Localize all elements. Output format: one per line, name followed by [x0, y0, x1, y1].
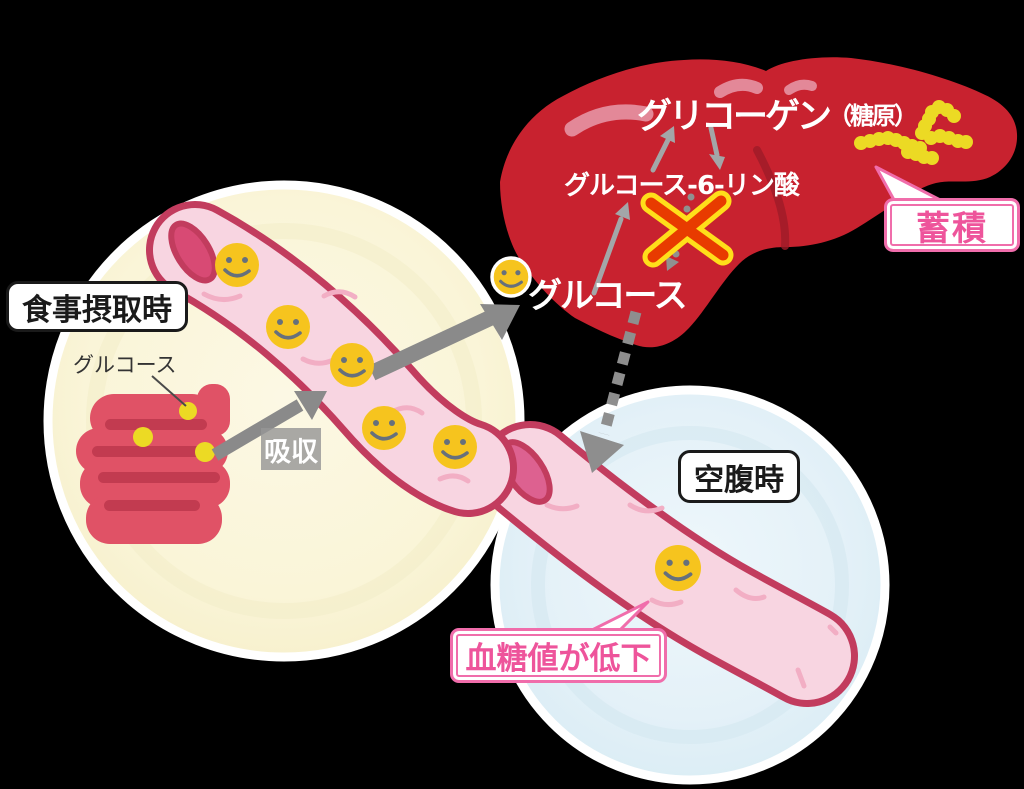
- glucose-6-phosphate-label: グルコース-6-リン酸: [564, 171, 800, 201]
- cross-mark-icon: [640, 190, 734, 268]
- vessel-to-liver-arrow: [368, 304, 520, 381]
- vessel-squiggle: [544, 502, 580, 512]
- glycogen-dot-icon: [925, 151, 939, 165]
- glucose-dot-icon: [133, 427, 153, 447]
- glucose-to-g6p-arrow: [591, 202, 630, 296]
- glucose-dot-icon: [179, 402, 197, 420]
- glucose-smiley-icon: [330, 343, 374, 387]
- fasting-blood-vessel: [479, 421, 858, 707]
- liver-glucose-label: グルコース: [528, 276, 688, 316]
- glucose-annotation-label: グルコース: [73, 353, 177, 377]
- liver-illustration: [500, 57, 1018, 348]
- glycogen-dot-icon: [959, 135, 973, 149]
- vessel-squiggle: [827, 624, 839, 636]
- intestine-illustration: [76, 384, 230, 544]
- glucose-smiley-icon: [215, 243, 259, 287]
- glucose-smiley-icon: [266, 305, 310, 349]
- liver-shape: [500, 57, 1018, 348]
- liver-highlight-streak: [714, 78, 763, 98]
- vessel-squiggle: [627, 502, 665, 514]
- liver-vein-detail: [753, 146, 790, 250]
- absorption-label: 吸収: [261, 428, 321, 470]
- glucose-smiley-icon: [655, 545, 701, 591]
- glucose-smiley-icon: [362, 406, 406, 450]
- glucose-smiley-icon: [490, 256, 532, 298]
- vessel-squiggle: [795, 667, 807, 689]
- vessel-squiggle: [649, 597, 684, 608]
- glucose-dot-icon: [195, 442, 215, 462]
- vessel-opening: [168, 220, 218, 284]
- vessel-squiggle: [733, 587, 767, 601]
- glycogen-annotation: （糖原）: [828, 102, 918, 130]
- fed-state-title: 食事摂取時: [6, 281, 188, 332]
- g6p-to-glycogen-arrow: [650, 126, 675, 173]
- liver-highlight-streak: [784, 79, 817, 95]
- storage-bubble: 蓄積: [884, 198, 1020, 252]
- glucose-smiley-icon: [433, 425, 477, 469]
- glycogen-dot-icon: [947, 109, 961, 123]
- glucose-release-dashed-arrow: [580, 310, 642, 473]
- fasting-state-title: 空腹時: [678, 450, 800, 503]
- glucose-pointer-line: [151, 375, 187, 407]
- absorption-arrow: [211, 391, 327, 461]
- glycogen-label: グリコーゲン: [637, 97, 832, 137]
- vessel-squiggles: [544, 502, 839, 689]
- fasting-state-circle-ring: [531, 426, 849, 744]
- blood-sugar-drop-bubble: 血糖値が低下: [450, 628, 667, 683]
- glycogen-to-g6p-arrow: [708, 125, 725, 170]
- glucose-smileys: [215, 243, 701, 591]
- vessel-squiggle: [321, 289, 358, 300]
- glycogen-chain-icon: [854, 100, 973, 165]
- vessel-squiggle: [437, 473, 471, 484]
- vessel-squiggle: [201, 291, 243, 302]
- liver-highlight-streak: [564, 104, 654, 137]
